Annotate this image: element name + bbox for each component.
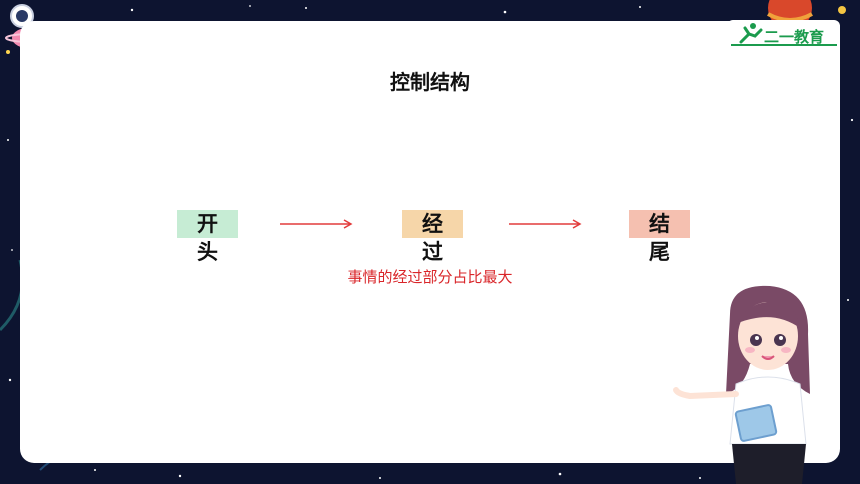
logo-text: 二一教育	[764, 28, 825, 46]
arrow-icon	[509, 219, 582, 229]
step-start: 开头	[177, 210, 238, 264]
step-end: 结尾	[629, 210, 690, 264]
note-text: 事情的经过部分占比最大	[347, 268, 513, 286]
step-middle: 经过	[402, 210, 463, 264]
slide-title: 控制结构	[390, 70, 470, 94]
runner-logo-icon	[727, 20, 840, 48]
slide-card	[20, 21, 840, 463]
teacher-illustration	[673, 285, 810, 484]
arrow-icon	[280, 219, 353, 229]
